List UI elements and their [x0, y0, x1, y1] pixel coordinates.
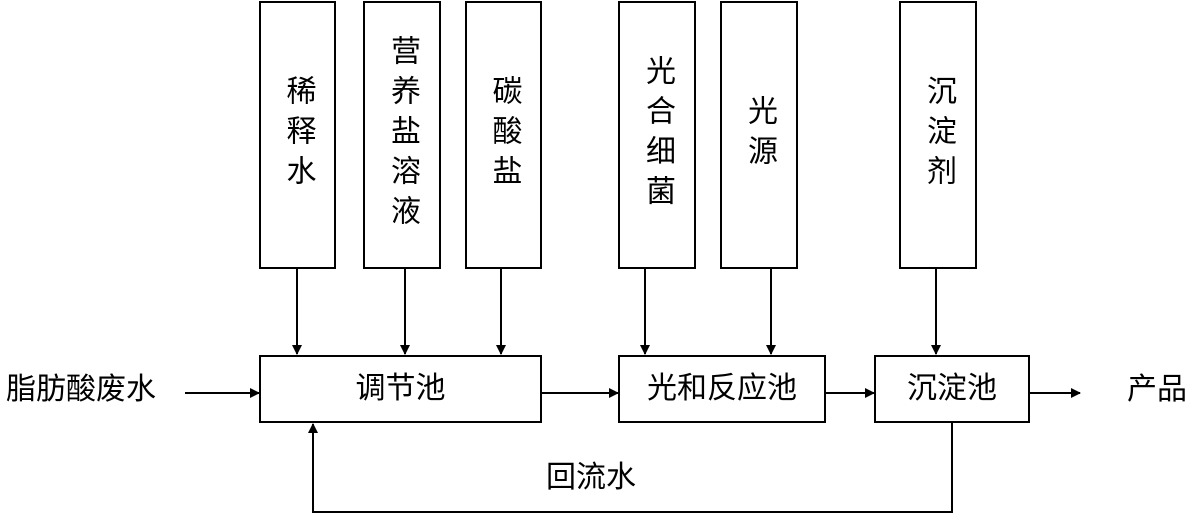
dilution-water-box: 稀释水 — [259, 1, 336, 269]
regulating-tank-box: 调节池 — [259, 355, 542, 423]
nutrient-solution-label: 营养盐溶液 — [385, 35, 420, 235]
photosynthetic-bacteria-label: 光合细菌 — [640, 55, 675, 215]
photoreaction-tank-box: 光和反应池 — [618, 355, 826, 423]
feed-label: 脂肪酸废水 — [6, 372, 156, 407]
product-label: 产品 — [1127, 372, 1187, 407]
carbonate-box: 碳酸盐 — [465, 1, 542, 269]
sedimentation-tank-label: 沉淀池 — [907, 371, 997, 406]
light-source-label: 光源 — [742, 95, 777, 175]
photoreaction-tank-label: 光和反应池 — [647, 371, 797, 406]
precipitant-label: 沉淀剂 — [921, 75, 956, 195]
light-source-box: 光源 — [720, 1, 798, 269]
return-water-line — [308, 422, 953, 513]
sedimentation-tank-box: 沉淀池 — [874, 355, 1030, 423]
nutrient-solution-box: 营养盐溶液 — [363, 1, 441, 269]
regulating-tank-label: 调节池 — [355, 371, 446, 406]
dilution-water-label: 稀释水 — [280, 75, 316, 195]
precipitant-box: 沉淀剂 — [899, 1, 977, 269]
photosynthetic-bacteria-box: 光合细菌 — [618, 1, 696, 269]
return-water-label: 回流水 — [546, 460, 636, 495]
carbonate-label: 碳酸盐 — [486, 75, 522, 195]
